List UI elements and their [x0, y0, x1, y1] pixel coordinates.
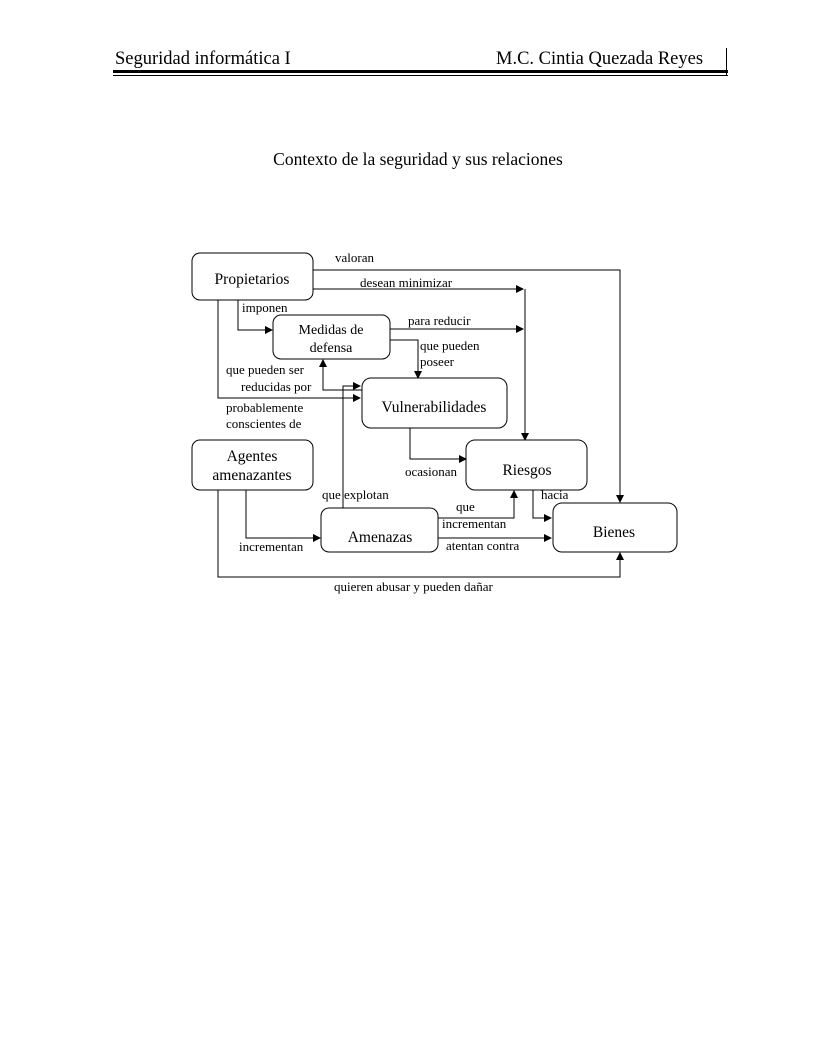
- node-label: Bienes: [593, 524, 635, 541]
- page-title: Contexto de la seguridad y sus relacione…: [273, 149, 563, 169]
- label-quieren-abusar: quieren abusar y pueden dañar: [334, 579, 493, 594]
- node-label: Riesgos: [502, 462, 551, 479]
- node-medidas-de-defensa: Medidas de defensa: [272, 314, 391, 360]
- node-label: Amenazas: [348, 529, 413, 546]
- edges: [217, 269, 624, 578]
- node-bienes: Bienes: [552, 502, 678, 553]
- node-label-line2: defensa: [310, 341, 354, 356]
- label-desean-minimizar: desean minimizar: [360, 275, 453, 290]
- label-que-pueden: que pueden: [420, 338, 480, 353]
- label-que-explotan: que explotan: [322, 487, 389, 502]
- node-label: Propietarios: [215, 271, 290, 288]
- node-label-line1: Medidas de: [299, 323, 364, 338]
- edge-labels: valoran desean minimizar imponen para re…: [226, 250, 569, 594]
- label-poseer: poseer: [420, 354, 455, 369]
- label-que: que: [456, 499, 475, 514]
- label-incrementan: incrementan: [239, 539, 304, 554]
- edge-que-pueden-poseer: [390, 339, 422, 379]
- node-vulnerabilidades: Vulnerabilidades: [361, 377, 508, 429]
- header-rule-vertical: [726, 48, 727, 76]
- header-course-title: Seguridad informática I: [115, 49, 291, 69]
- node-label-line2: amenazantes: [212, 467, 291, 484]
- edge-ocasionan: [409, 428, 467, 463]
- edge-hacia: [532, 490, 552, 522]
- label-ocasionan: ocasionan: [405, 464, 457, 479]
- label-hacia: hacia: [541, 487, 569, 502]
- node-agentes-amenazantes: Agentes amenazantes: [191, 439, 314, 491]
- edge-que-explotan: [342, 382, 361, 508]
- label-para-reducir: para reducir: [408, 313, 471, 328]
- label-imponen: imponen: [242, 300, 288, 315]
- node-amenazas: Amenazas: [320, 507, 439, 553]
- edge-reducidas-por: [319, 359, 362, 391]
- label-probablemente: probablemente: [226, 400, 303, 415]
- label-reducidas-por: reducidas por: [241, 379, 312, 394]
- edge-imponen: [237, 300, 273, 334]
- header-rule-thick: [113, 70, 728, 73]
- edge-conscientes-de: [217, 300, 361, 402]
- label-conscientes-de: conscientes de: [226, 416, 302, 431]
- node-propietarios: Propietarios: [191, 252, 314, 301]
- node-label-line1: Agentes: [227, 448, 278, 465]
- label-que-pueden-ser: que pueden ser: [226, 362, 305, 377]
- edge-quieren-abusar: [217, 490, 624, 578]
- header-rule-thin: [113, 75, 728, 76]
- edge-incrementan: [245, 490, 321, 542]
- node-label: Vulnerabilidades: [382, 399, 487, 416]
- header-author: M.C. Cintia Quezada Reyes: [496, 49, 704, 69]
- edge-valoran: [313, 269, 624, 503]
- label-incrementan-riesgos: incrementan: [442, 516, 507, 531]
- label-atentan-contra: atentan contra: [446, 538, 519, 553]
- node-riesgos: Riesgos: [465, 439, 588, 491]
- label-valoran: valoran: [335, 250, 374, 265]
- edge-que-incrementan: [438, 490, 518, 519]
